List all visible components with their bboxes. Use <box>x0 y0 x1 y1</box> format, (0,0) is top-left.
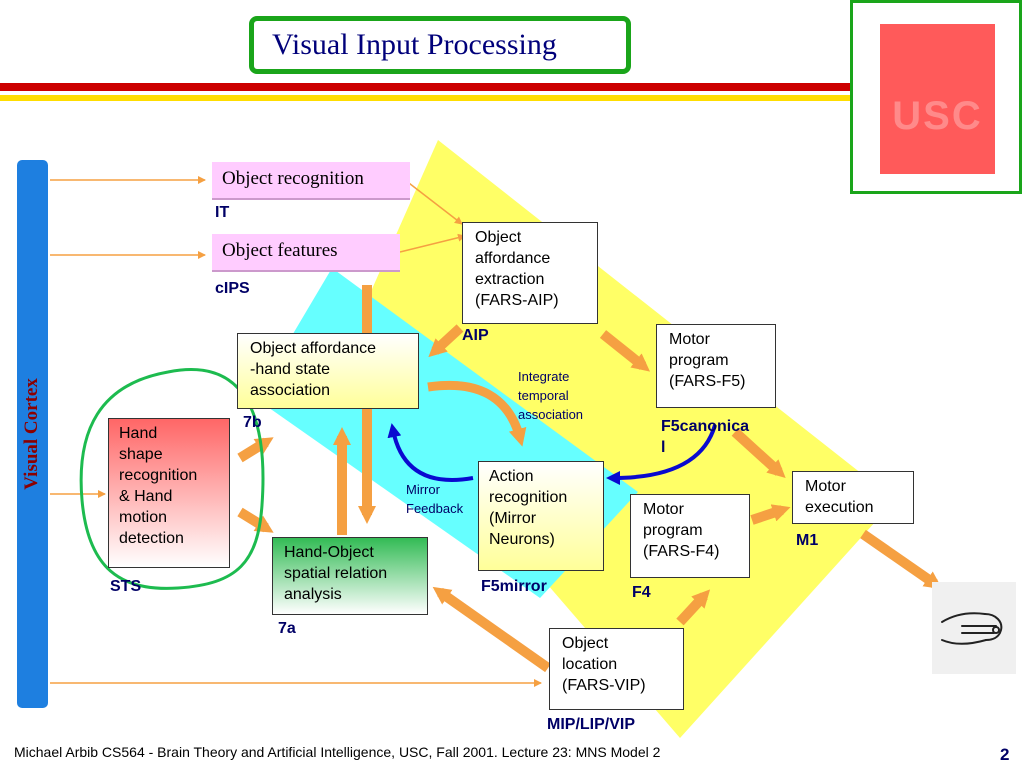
box-line: execution <box>805 499 874 516</box>
arrow-vip-to-f4 <box>676 589 711 626</box>
motor-execution-box: Motor execution <box>792 471 914 524</box>
label-7a: 7a <box>278 620 296 637</box>
box-line: Object <box>475 229 522 246</box>
hand-object-spatial-box: Hand-Object spatial relation analysis <box>272 537 428 615</box>
note-line: temporal <box>518 388 569 403</box>
arrow-f4-to-m1 <box>750 504 791 525</box>
arrow-aip-to-7b <box>428 324 464 358</box>
box-line: Motor <box>805 478 846 495</box>
box-line: & Hand <box>119 488 173 505</box>
box-line: recognition <box>119 467 198 484</box>
box-line: (FARS-AIP) <box>475 292 559 309</box>
box-line: recognition <box>489 489 568 506</box>
object-features-box: Object features <box>212 234 400 272</box>
integrate-temporal-note: Integrate temporal association <box>518 367 583 424</box>
arrow-vip-to-spatial <box>432 586 551 673</box>
box-line: extraction <box>475 271 545 288</box>
label-f5canonical: F5canonica l <box>661 416 749 458</box>
box-line: motion <box>119 509 168 526</box>
box-line: (FARS-F4) <box>643 543 720 560</box>
box-line: Object <box>562 635 609 652</box>
note-line: Integrate <box>518 369 570 384</box>
box-line: program <box>669 352 729 369</box>
action-recognition-box: Action recognition (Mirror Neurons) <box>478 461 604 571</box>
arrow-integrate-temporal <box>427 380 527 447</box>
label-f5mirror: F5mirror <box>481 578 547 595</box>
note-line: Mirror <box>406 482 440 497</box>
header-stripe-top <box>0 83 860 91</box>
header-stripe-bottom <box>0 95 860 101</box>
usc-logo <box>880 24 995 174</box>
box-line: Object affordance <box>250 340 377 357</box>
arrow-m1-to-hand <box>860 529 943 590</box>
box-line: affordance <box>475 250 551 267</box>
sts-outline <box>79 368 265 590</box>
mirror-feedback-note: Mirror Feedback <box>406 480 463 518</box>
box-line: Hand <box>119 425 158 442</box>
label-aip: AIP <box>462 327 489 344</box>
label-sts: STS <box>110 578 142 595</box>
hand-grasp-icon <box>941 612 1003 645</box>
object-features-label: Object features <box>222 240 338 261</box>
box-line: association <box>250 382 331 399</box>
label-f4: F4 <box>632 584 651 601</box>
arrow-recognition-to-aip <box>404 179 463 225</box>
box-line: (FARS-VIP) <box>562 677 646 694</box>
label-cips: cIPS <box>215 280 250 297</box>
box-line: detection <box>119 530 184 547</box>
box-line: (FARS-F5) <box>669 373 746 390</box>
motor-program-f4-box: Motor program (FARS-F4) <box>630 494 750 578</box>
usc-logo-text: USC <box>892 94 983 138</box>
object-affordance-extraction-box: Object affordance extraction (FARS-AIP) <box>462 222 598 324</box>
box-line: Neurons) <box>489 531 555 548</box>
box-line: spatial relation <box>284 565 388 582</box>
arrow-features-to-aip <box>399 233 466 253</box>
label-line: l <box>661 439 666 456</box>
title-box: Visual Input Processing <box>249 16 631 74</box>
object-location-box: Object location (FARS-VIP) <box>549 628 684 710</box>
box-line: Motor <box>669 331 710 348</box>
hand-shape-recognition-box: Hand shape recognition & Hand motion det… <box>108 418 230 568</box>
arrow-mirror-feedback <box>387 423 474 482</box>
arrow-aip-to-f5 <box>599 330 651 372</box>
box-line: program <box>643 522 703 539</box>
arrow-f5-to-m1 <box>731 428 786 479</box>
arrow-f5-to-mirror <box>606 424 717 485</box>
box-line: Hand-Object <box>284 544 374 561</box>
page-title: Visual Input Processing <box>272 28 557 61</box>
visual-cortex-label: Visual Cortex <box>21 378 42 490</box>
object-affordance-hand-state-box: Object affordance -hand state associatio… <box>237 333 419 409</box>
visual-cortex-bar <box>17 160 48 708</box>
label-line: F5canonica <box>661 418 750 435</box>
note-line: association <box>518 407 584 422</box>
box-line: Motor <box>643 501 684 518</box>
box-line: -hand state <box>250 361 331 378</box>
box-line: Action <box>489 468 534 485</box>
object-recognition-label: Object recognition <box>222 168 364 189</box>
object-recognition-box: Object recognition <box>212 162 410 200</box>
label-m1: M1 <box>796 532 819 549</box>
page-number: 2 <box>1000 745 1010 764</box>
footer-text: Michael Arbib CS564 - Brain Theory and A… <box>14 744 661 760</box>
label-it: IT <box>215 204 230 221</box>
note-line: Feedback <box>406 501 464 516</box>
box-line: analysis <box>284 586 342 603</box>
arrow-sts-to-7a <box>237 507 274 533</box>
box-line: (Mirror <box>489 510 537 527</box>
box-line: shape <box>119 446 163 463</box>
box-line: location <box>562 656 618 673</box>
motor-program-f5-box: Motor program (FARS-F5) <box>656 324 776 408</box>
label-7b: 7b <box>243 414 262 431</box>
label-mip-lip-vip: MIP/LIP/VIP <box>547 716 636 733</box>
hand-icon-tile <box>932 582 1016 674</box>
